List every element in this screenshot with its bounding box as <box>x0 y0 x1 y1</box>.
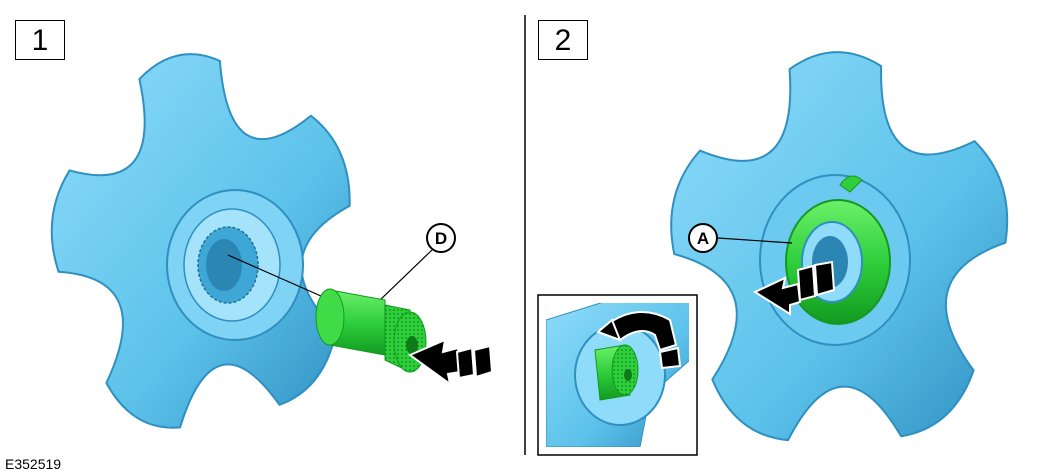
pull-arrow-2 <box>752 260 836 316</box>
figure-id: E352519 <box>5 456 62 472</box>
step-number-2: 2 <box>538 20 588 60</box>
step-number-1: 1 <box>15 20 65 60</box>
star-knob-1 <box>50 53 351 429</box>
callout-d: D <box>426 223 456 253</box>
push-arrow-1 <box>407 338 494 387</box>
leader-line-d-target <box>227 254 331 301</box>
leader-line-a <box>717 237 793 244</box>
star-knob-2 <box>670 51 1009 442</box>
green-adapter-tool <box>315 288 427 373</box>
inset-detail <box>537 294 698 456</box>
callout-a: A <box>688 223 718 253</box>
leader-line-d <box>379 249 433 301</box>
